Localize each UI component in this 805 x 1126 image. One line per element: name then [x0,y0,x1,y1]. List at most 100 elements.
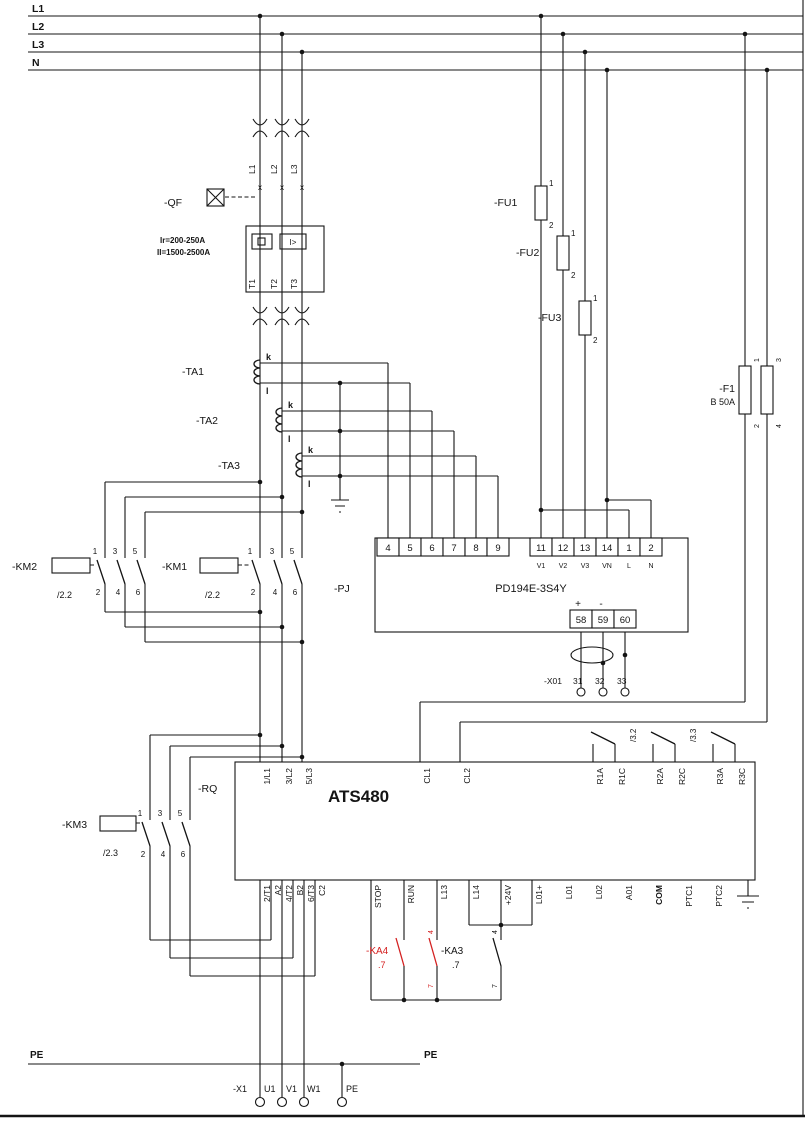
ta3-coil-icon [295,452,303,478]
x01-terminal-32 [598,687,608,697]
ats-bot-term-com: COM [654,885,664,905]
meter-minus-label: - [599,599,602,610]
ct-ta3-tag: -TA3 [218,460,240,472]
meter-pj [374,537,689,633]
ats-top-term-5l3: 5/L3 [304,768,314,785]
bus-label-l2: L2 [32,21,44,33]
ats-bot-term-ptc1: PTC1 [684,885,694,907]
breaker-pole-out-t1: T1 [247,279,257,289]
ats-relay-ref-32: /3.2 [629,728,638,742]
breaker-qf [206,188,325,293]
fu3-fuse-icon [578,300,592,336]
km1-term-2: 2 [251,588,256,597]
km2-term-2: 2 [96,588,101,597]
softstarter-model: ATS480 [328,787,389,806]
ct-ground-icon [331,499,349,513]
ka3-contact-term-top: 4 [428,930,435,934]
ats-bot-term-l01: L01 [564,885,574,899]
breaker-rating-1: Ir=200-250A [160,236,205,245]
breaker-x-mark-2: x [280,183,284,192]
bus-label-l1: L1 [32,3,44,15]
current-transformers [253,359,349,513]
f1-tag: -F1 [719,383,735,395]
breaker-pole-in-l3: L3 [289,164,299,174]
km3-term-2: 2 [141,850,146,859]
ats-bot-term-stop: STOP [373,885,383,908]
qf-trip-unit-box [245,225,325,293]
breaker-tag: -QF [164,197,182,209]
x01-terminal-strip [570,646,630,697]
ka4-contact-blade [395,937,405,967]
f1-term-3: 3 [776,358,783,362]
ats-top-term-r1c: R1C [617,768,627,785]
meter-model: PD194E-3S4Y [495,583,567,595]
bus-lines [28,15,803,71]
relay-stub-wires [592,744,736,762]
ats-bot-term-run: RUN [406,885,416,903]
qf-trip-icon-right-box [279,233,307,250]
meter-term-box-60 [613,609,637,629]
ats-bot-term-24v: +24V [503,885,513,905]
meter-vname-n: N [648,563,653,570]
fu1-term-2: 2 [549,221,554,230]
ct-ta1-l-label: l [266,386,269,396]
ats-bot-term-l02: L02 [594,885,604,899]
ats-ground-icon [737,895,759,909]
meter-term-box-9 [486,537,510,557]
ats-bot-term-l13: L13 [439,885,449,899]
breaker-x-mark-3: x [300,183,304,192]
breaker-pole-out-t2: T2 [269,279,279,289]
km3-term-1: 1 [138,809,143,818]
ka3-contact-blade [428,937,438,967]
ta2-coil-icon [275,407,283,433]
x1-term-v1: V1 [286,1084,297,1094]
meter-term-6: 6 [429,543,434,554]
x01-term-33: 33 [617,676,627,686]
fu3-term-1: 1 [593,294,598,303]
km1-term-3: 3 [270,547,275,556]
f1-term-1: 1 [754,358,761,362]
km1-ref: /2.2 [205,590,220,600]
km3-box [99,815,137,832]
ats-bot-term-a2: A2 [273,885,283,896]
km1-term-4: 4 [273,588,278,597]
ta1-coil-icon [253,359,261,385]
meter-term-11: 11 [536,543,546,554]
ct-ta1-tag: -TA1 [182,366,204,378]
softstarter-tag: -RQ [198,783,217,795]
breaker-trip-label: I> [290,238,297,247]
breaker-x-mark-1: x [258,183,262,192]
ct-ta3-k-label: k [308,445,314,455]
meter-term-14: 14 [602,543,613,554]
ka4-ref: .7 [378,960,386,970]
pe-label-right: PE [424,1050,438,1061]
qf-trip-icon-glyph [257,237,266,246]
x1-term-u1: U1 [264,1084,276,1094]
meter-term-1: 1 [626,543,631,554]
km2-term-5: 5 [133,547,138,556]
ats-top-term-cl2: CL2 [462,768,472,784]
aux-contact-blade [492,937,502,967]
x1-terminal-u1 [254,1096,266,1108]
drawout-icons [252,118,310,326]
km2-ref: /2.2 [57,590,72,600]
fuse-feeder-wires [540,16,652,538]
ct-ta1-k-label: k [266,352,272,362]
ats-top-term-r3a: R3A [715,768,725,785]
x1-tag: -X1 [233,1084,247,1094]
ct-ta3-l-label: l [308,479,311,489]
x01-term-32: 32 [595,676,605,686]
f1-term-2: 2 [754,424,761,428]
meter-term-59: 59 [598,615,609,626]
ats-top-term-cl1: CL1 [422,768,432,784]
ats-bot-term-4t2: 4/T2 [284,885,294,902]
ats-top-term-r3c: R3C [737,768,747,785]
relay-output-blades [590,731,736,745]
bus-label-n: N [32,57,40,69]
x1-term-pe: PE [346,1084,358,1094]
x01-terminal-33 [620,687,630,697]
fu2-fuse-icon [556,235,570,271]
